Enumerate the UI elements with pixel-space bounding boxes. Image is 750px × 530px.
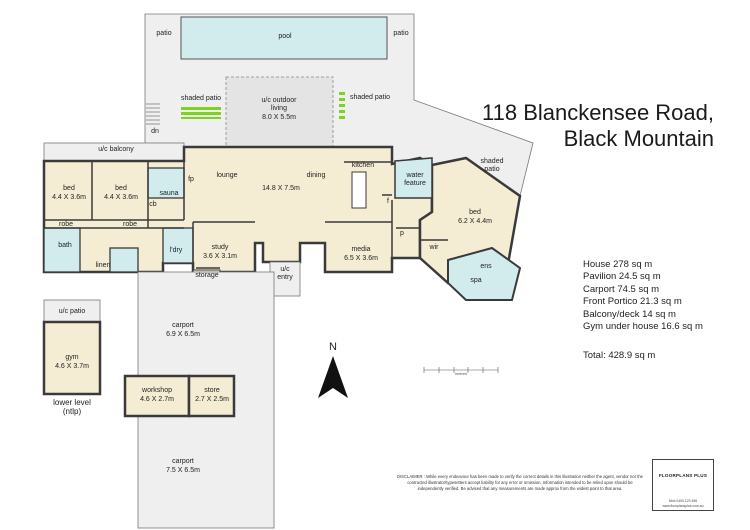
scale-bar	[423, 367, 499, 373]
north-arrow-icon	[318, 356, 348, 398]
pool-label: pool	[278, 33, 292, 40]
wc-shape	[109, 247, 139, 273]
cb-label: cb	[149, 201, 157, 208]
bed1-label: bed	[63, 185, 75, 192]
north-label: N	[329, 341, 337, 353]
spa-label: spa	[470, 277, 482, 284]
patio-right-label: patio	[393, 30, 409, 37]
patio-left-label: patio	[156, 30, 172, 37]
area-list: House 278 sq m Pavilion 24.5 sq m Carpor…	[583, 259, 703, 333]
balcony-label: u/c balcony	[98, 146, 134, 153]
living-dim: 14.8 X 7.5m	[262, 185, 300, 192]
water-feature-shape	[394, 157, 433, 199]
gym-label: gym	[65, 354, 79, 361]
area-balcony-deck: Balcony/deck 14 sq m	[583, 308, 676, 320]
shaded-patio-right-label: shaded patio	[349, 94, 391, 101]
area-gym: Gym under house 16.6 sq m	[583, 321, 703, 333]
shaded-patio-east-label: shaded patio	[480, 158, 504, 174]
study-label: study	[211, 244, 229, 251]
robe2-label: robe	[122, 221, 137, 228]
gym-patio-label: u/c patio	[58, 308, 86, 315]
laundry-shape	[162, 227, 194, 264]
gym-shape	[42, 320, 102, 396]
linen-label: linen	[95, 262, 111, 269]
ens-label: ens	[480, 263, 492, 270]
bed2-dim: 4.4 X 3.6m	[104, 194, 138, 201]
wir-label: wir	[429, 244, 439, 251]
water-feature-label: water feature	[404, 172, 426, 188]
address-title: 118 Blanckensee Road, Black Mountain	[482, 100, 714, 153]
entry-portico	[269, 261, 301, 297]
carport2-dim: 7.5 X 6.5m	[166, 467, 200, 474]
f-label: f	[387, 198, 389, 205]
address-line2: Black Mountain	[563, 126, 714, 152]
logo-name: FLOORPLANS PLUS	[658, 472, 708, 478]
dining-label: dining	[306, 172, 326, 179]
workshop-label: workshop	[142, 387, 172, 394]
fp-label: fp	[188, 176, 194, 183]
bed2-label: bed	[115, 185, 127, 192]
pool-shape	[180, 16, 388, 60]
garden-bed-left	[181, 107, 221, 119]
workshop-shape	[123, 374, 191, 418]
area-pavilion: Pavilion 24.5 sq m	[583, 271, 661, 283]
interior-walls	[44, 161, 448, 269]
store-shape	[187, 374, 236, 418]
area-front-portico: Front Portico 21.3 sq m	[583, 296, 682, 308]
store-dim: 2.7 X 2.5m	[195, 396, 229, 403]
kitchen-island	[351, 171, 367, 209]
sauna-label: sauna	[159, 190, 179, 197]
company-logo: FLOORPLANS PLUS Mob 0400 123 456 www.flo…	[652, 459, 714, 511]
area-carport: Carport 74.5 sq m	[583, 283, 660, 295]
lounge-label: lounge	[216, 172, 238, 179]
store-label: store	[204, 387, 220, 394]
carport1-dim: 6.9 X 6.5m	[166, 331, 200, 338]
study-dim: 3.6 X 3.1m	[203, 253, 237, 260]
outdoor-living-dim: 8.0 X 5.5m	[262, 114, 296, 121]
bath-shape	[43, 227, 81, 273]
outdoor-living-shape	[225, 76, 334, 150]
shaded-patio-left-label: shaded patio	[180, 95, 222, 102]
scale-label: metres	[454, 371, 468, 376]
entry-label: u/c entry	[277, 266, 293, 282]
stairs	[146, 103, 160, 125]
garden-bed-right	[339, 92, 345, 119]
robe1-label: robe	[58, 221, 73, 228]
bed1-dim: 4.4 X 3.6m	[52, 194, 86, 201]
area-total: Total: 428.9 sq m	[583, 350, 656, 361]
kitchen-label: kitchen	[351, 162, 375, 169]
dn-label: dn	[151, 128, 159, 135]
carport2-label: carport	[172, 458, 194, 465]
address-line1: 118 Blanckensee Road,	[482, 100, 714, 125]
disclaimer: DISCLAIMER : While every endeavour has b…	[396, 474, 644, 491]
media-dim: 6.5 X 3.6m	[344, 255, 378, 262]
outdoor-living-label: u/c outdoor living	[261, 97, 297, 113]
area-house: House 278 sq m	[583, 259, 653, 270]
lower-level-label: lower level (ntlp)	[53, 398, 91, 417]
workshop-dim: 4.6 X 2.7m	[140, 396, 174, 403]
storage-label: storage	[195, 272, 219, 279]
bed-master-label: bed	[469, 209, 481, 216]
ensuite-outline	[447, 246, 522, 301]
gym-dim: 4.6 X 3.7m	[55, 363, 89, 370]
bed-master-dim: 6.2 X 4.4m	[458, 218, 492, 225]
bath-label: bath	[58, 242, 72, 249]
media-label: media	[351, 246, 371, 253]
logo-contact: Mob 0400 123 456 www.floorplansplus.com.…	[662, 499, 704, 508]
ldry-label: l'dry	[169, 247, 183, 254]
carport1-label: carport	[172, 322, 194, 329]
p-label: p	[400, 230, 404, 237]
